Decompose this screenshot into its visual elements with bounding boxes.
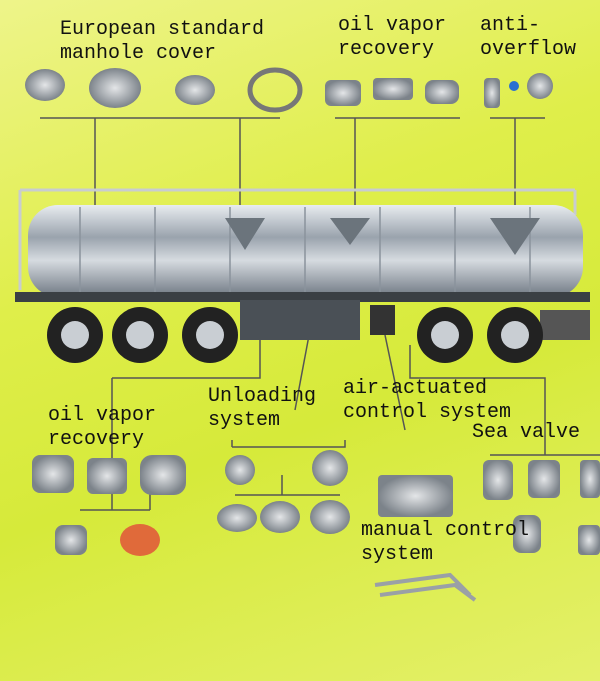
label-line: control system (343, 401, 512, 424)
anti-overflow-parts (484, 73, 553, 108)
label-line: Unloading (208, 385, 317, 408)
label-anti-overflow: anti- overflow (480, 14, 576, 62)
label-oil-vapor-recovery-bottom: oil vapor recovery (48, 404, 156, 452)
label-line: Sea valve (472, 421, 581, 444)
label-line: manhole cover (60, 42, 217, 65)
label-air-actuated-control: air-actuated control system (343, 377, 511, 425)
manhole-cover-parts (25, 67, 303, 113)
label-line: European standard (60, 18, 265, 41)
vapor-recovery-bottom-parts (32, 455, 186, 556)
unloading-system-parts (217, 450, 350, 534)
label-line: oil vapor (48, 404, 157, 427)
label-line: recovery (48, 428, 145, 451)
vapor-recovery-top-parts (325, 78, 459, 106)
label-line: manual control (361, 519, 530, 542)
tanker-truck (15, 188, 590, 363)
connector-lines (40, 117, 600, 511)
label-oil-vapor-recovery-top: oil vapor recovery (338, 14, 446, 62)
label-line: system (361, 543, 434, 566)
sea-valve-parts (483, 460, 600, 555)
air-control-parts (378, 475, 453, 517)
label-line: recovery (338, 38, 435, 61)
label-line: air-actuated (343, 377, 488, 400)
label-line: oil vapor (338, 14, 447, 37)
label-line: system (208, 409, 281, 432)
manual-control-parts (374, 572, 477, 602)
label-line: anti- (480, 14, 541, 37)
label-unloading-system: Unloading system (208, 385, 316, 433)
label-manual-control: manual control system (361, 519, 529, 567)
label-sea-valve: Sea valve (472, 421, 580, 445)
label-manhole-cover: European standard manhole cover (60, 18, 264, 66)
label-line: overflow (480, 38, 577, 61)
